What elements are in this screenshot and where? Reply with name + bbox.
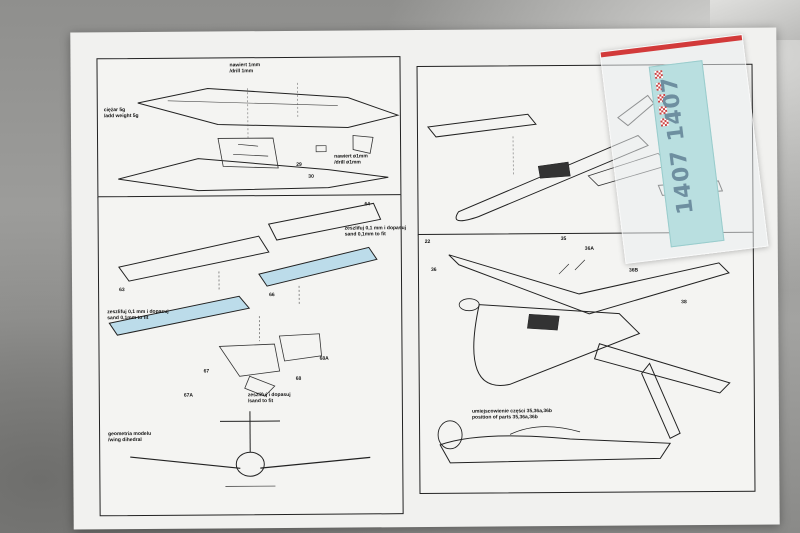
drill-label-en: /drill 1mm <box>229 68 254 75</box>
sand2-label-en: sand 0,1mm to fit <box>107 314 149 322</box>
panel-fuselage: nawiert 1mm /drill 1mm ciężar 5g /add we… <box>96 56 402 199</box>
part-number: 35 <box>560 236 567 243</box>
decal-sheet: 1407 1407 <box>648 60 725 248</box>
panel-wings: zeszlifuj 0,1 mm i dopasuj sand 0,1mm to… <box>97 194 406 517</box>
sand3-label-en: /sand to fit <box>247 398 274 405</box>
part-number: 67A <box>183 392 194 399</box>
assembly-drawing <box>437 254 731 464</box>
position-label-en: position of parts 35,36a,36b <box>471 414 538 421</box>
part-number: 63 <box>119 287 125 294</box>
part-number: 36 <box>430 266 437 273</box>
decal-bag: 1407 1407 <box>599 34 769 264</box>
decal-number: 1407 1407 <box>657 74 699 216</box>
part-number: 30 <box>308 173 314 180</box>
part-number: 38 <box>681 299 687 306</box>
part-number: 68A <box>319 355 329 362</box>
panel-final-assembly: umiejscowienie części 35,36a,36b positio… <box>417 231 756 495</box>
dihedral-label-en: /wing dihedral <box>108 436 142 444</box>
part-number: 68 <box>295 375 302 382</box>
part-number: 64 <box>364 201 371 208</box>
weight-label-en: /add weight 5g <box>103 112 139 120</box>
part-number: 66 <box>269 292 275 299</box>
drill2-label-en: /drill ø1mm <box>334 159 361 166</box>
part-number: 36B <box>628 267 639 274</box>
part-number: 29 <box>296 161 302 168</box>
fuselage-drawing <box>118 82 400 192</box>
part-number: 36A <box>584 245 595 252</box>
wings-drawing <box>108 202 382 487</box>
part-number: 22 <box>424 238 431 246</box>
part-number: 67 <box>203 368 210 375</box>
sand-label-en: sand 0,1mm to fit <box>344 231 386 238</box>
